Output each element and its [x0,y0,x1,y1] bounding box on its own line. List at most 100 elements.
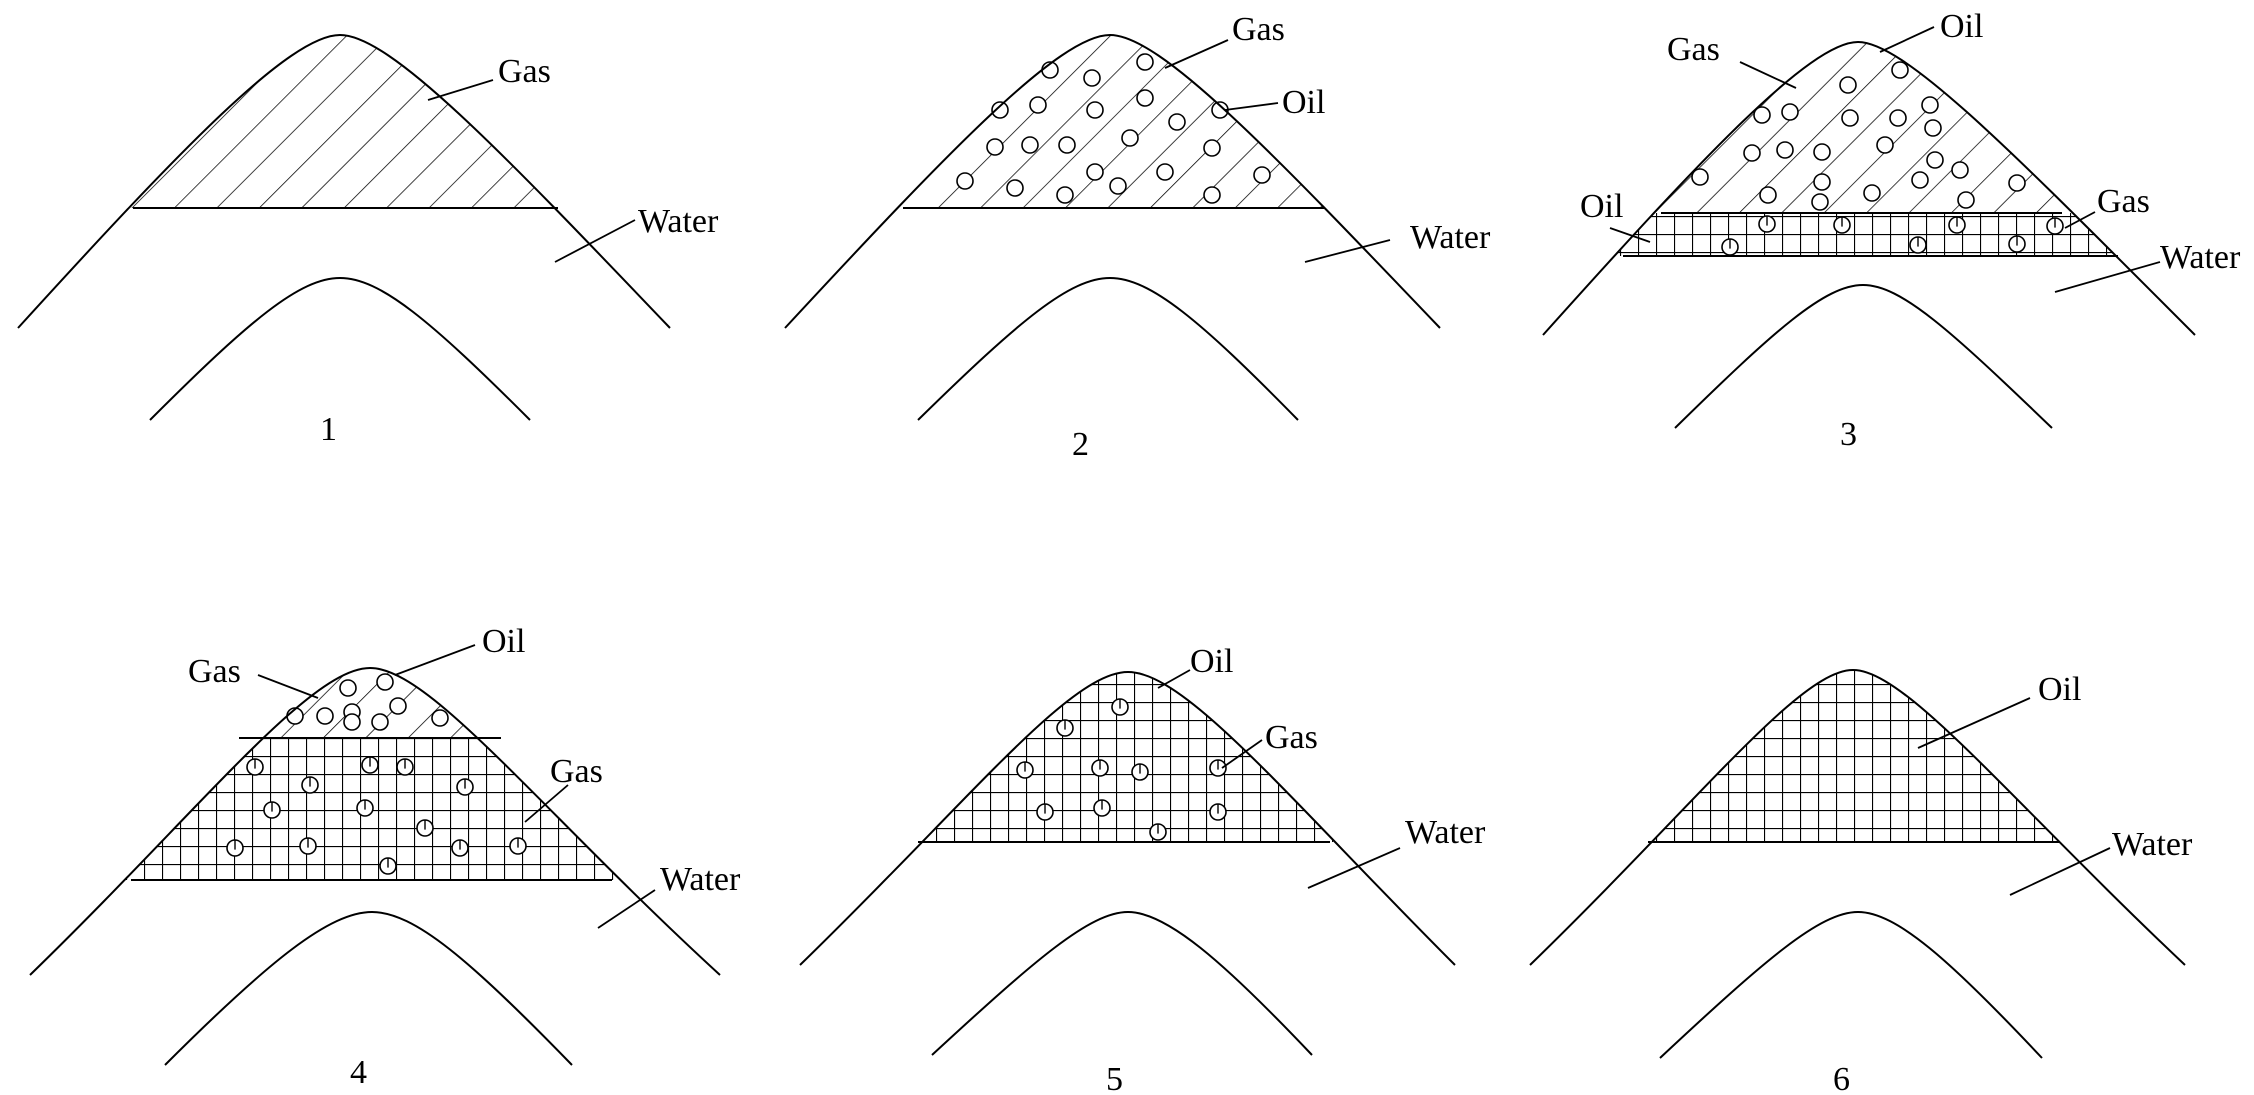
inner-anticline [164,910,573,1066]
outer-anticline [17,33,671,329]
gas-label: Gas [1265,719,1318,756]
water-label: Water [2112,826,2193,863]
gas-label: Gas [1667,31,1720,68]
oil-leader [1224,102,1279,111]
gas-label-right: Gas [550,753,603,790]
panel-number: 3 [1840,416,1857,453]
water-leader [2009,847,2111,896]
outer-anticline [29,666,721,976]
inner-anticline [917,276,1299,421]
oil-zone [30,738,720,880]
oil-leader-top [1879,26,1935,53]
gas-zone [18,35,670,208]
water-label: Water [1405,814,1486,851]
gas-bubble [1839,76,1857,94]
water-leader [554,219,636,263]
gas-bubble [1006,179,1024,197]
gas-bubble [1863,184,1881,202]
gas-bubble [1889,109,1907,127]
water-leader [2054,261,2161,293]
dissolved-gas-bubbles [956,53,1271,204]
gas-bubble [371,713,389,731]
gas-label: Gas [188,653,241,690]
gas-bubble [2008,174,2026,192]
oil-leader-left [1609,227,1651,243]
gas-bubble [1086,163,1104,181]
gas-bubble [1083,69,1101,87]
gas-bubble [1109,177,1127,195]
gas-bubble [1813,143,1831,161]
oil-label: Oil [482,623,525,660]
panel-4: Gas Oil Gas Water 4 [29,623,741,1091]
dissolved-gas-bubbles-in-oil [226,756,527,875]
gas-label: Gas [498,53,551,90]
oil-zone [1530,670,2185,842]
gas-bubble [1203,186,1221,204]
outer-anticline [1529,668,2186,966]
gas-bubble [1776,141,1794,159]
gas-bubble [316,707,334,725]
gas-bubble [1891,61,1909,79]
outer-anticline [799,670,1456,966]
oil-zone [800,672,1455,842]
gas-bubble [339,679,357,697]
gas-bubble [986,138,1004,156]
gas-bubble [431,709,449,727]
gas-bubble [1086,101,1104,119]
water-label: Water [660,861,741,898]
gas-bubble [1743,144,1761,162]
outer-anticline [1542,40,2196,336]
gas-bubble [1759,186,1777,204]
gas-bubble [1811,193,1829,211]
gas-leader-right [2064,211,2096,229]
gas-bubble [376,673,394,691]
gas-bubble [1911,171,1929,189]
gas-bubble [1136,53,1154,71]
panel-5: Oil Gas Water 5 [799,643,1486,1095]
gas-bubble [1168,113,1186,131]
dissolved-gas-bubbles-in-oil [1721,215,2064,256]
gas-bubble [991,101,1009,119]
gas-bubble [1924,119,1942,137]
gas-leader [1164,39,1229,69]
panel-number: 6 [1833,1061,1850,1095]
gas-bubble [1753,106,1771,124]
oil-leader [1917,697,2031,749]
gas-leader [427,79,494,101]
inner-anticline [1674,283,2053,429]
water-label: Water [1410,219,1491,256]
panel-2: Gas Oil Water 2 [784,11,1491,463]
dissolved-gas-bubbles [1691,61,2026,211]
gas-bubble [1813,173,1831,191]
gas-bubble [1136,89,1154,107]
gas-leader-top [1739,61,1797,89]
inner-anticline [149,276,531,421]
inner-anticline [1659,910,2043,1059]
gas-bubble [1957,191,1975,209]
water-leader [1304,239,1391,263]
outer-anticline [784,33,1441,329]
gas-bubble [389,697,407,715]
gas-bubble [1926,151,1944,169]
dissolved-gas-bubbles-in-oil [1016,698,1227,841]
inner-anticline [931,910,1313,1056]
gas-bubble [956,172,974,190]
gas-bubble [1203,139,1221,157]
water-label: Water [2160,239,2241,276]
oil-label: Oil [1282,84,1325,121]
panel-number: 5 [1106,1061,1123,1095]
panel-3: Gas Oil Oil Gas Water 3 [1542,8,2241,453]
panel-6: Oil Water 6 [1529,668,2193,1095]
water-leader [1307,847,1401,889]
gas-bubble [1876,136,1894,154]
gas-bubble [1121,129,1139,147]
oil-leader [1157,669,1191,689]
oil-label: Oil [1940,8,1983,45]
gas-bubble [1781,103,1799,121]
gas-bubble [1021,136,1039,154]
gas-bubble [1841,109,1859,127]
oil-label-left: Oil [1580,188,1623,225]
gas-leader [1221,739,1263,769]
gas-leader-right [524,784,569,823]
panel-number: 1 [320,411,337,448]
